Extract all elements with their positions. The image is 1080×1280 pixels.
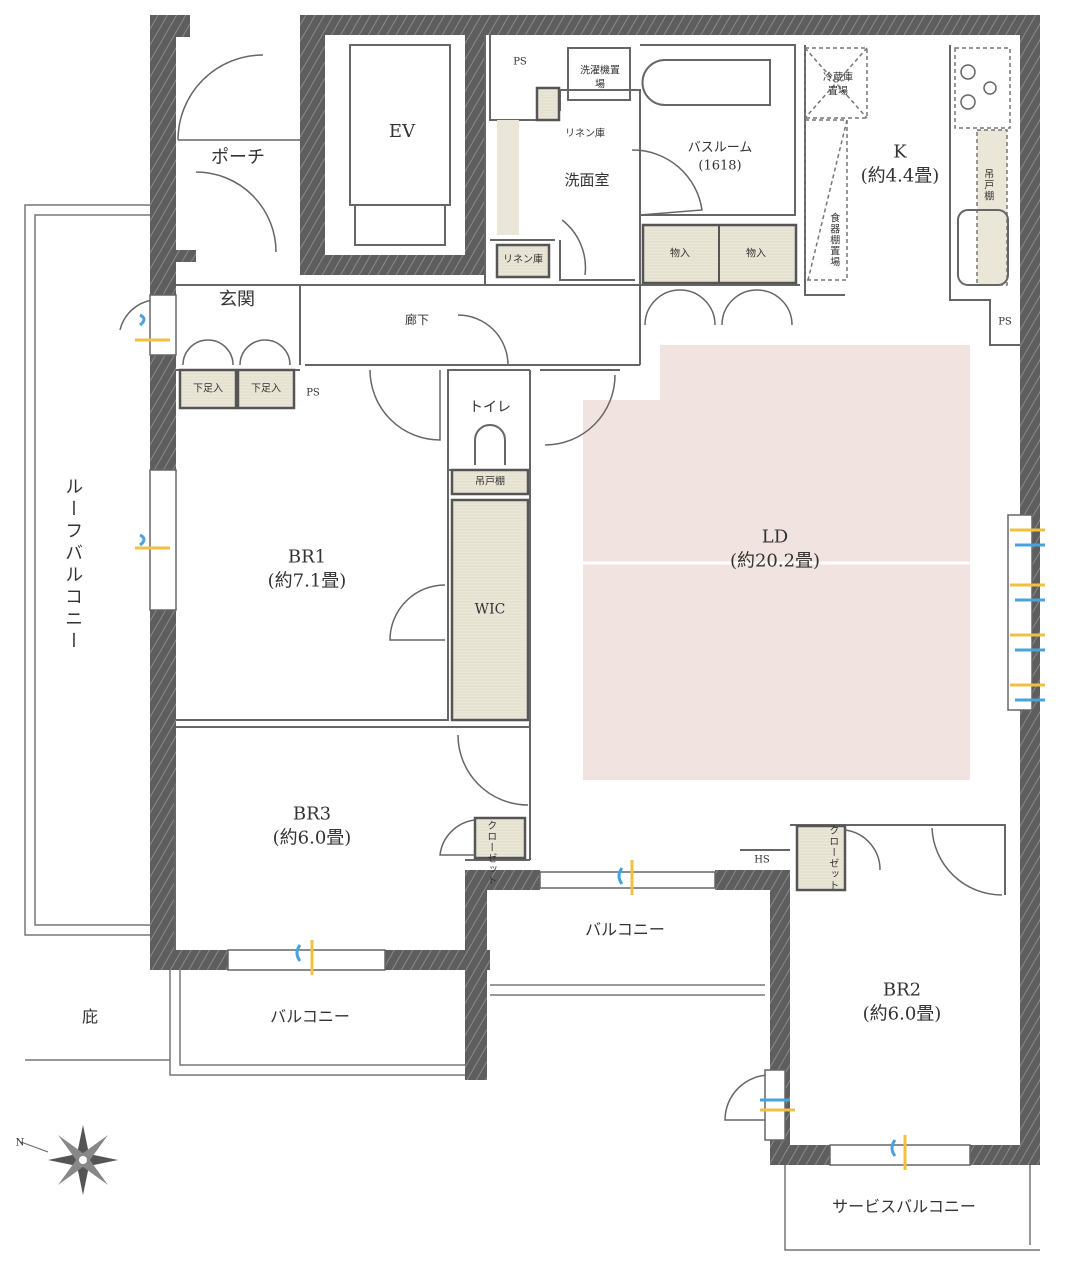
room-label-washroom: 洗面室 [564,170,610,189]
label-balcony-center: バルコニー [585,920,665,940]
br2-size: (約6.0畳) [862,1004,942,1025]
linen-label-1: リネン庫 [565,128,605,140]
compass-north-label: N [15,1137,25,1149]
room-label-br1: BR1 (約7.1畳) [268,546,347,595]
hanging-cabinet-kitchen-label: 吊戸棚 [981,168,993,202]
washer-space [567,47,631,101]
label-balcony-left: バルコニー [270,1007,350,1027]
left-balcony-outline [169,970,765,1076]
toilet-bowl [474,424,506,465]
bathroom-size: (1618) [698,158,742,173]
label-service-balcony: サービスバルコニー [832,1197,976,1217]
hanging-cabinet-toilet-label: 吊戸棚 [475,476,505,488]
room-label-porch: ポーチ [211,146,265,168]
hs-label: HS [754,854,770,866]
stove [960,64,997,110]
br2-name: BR2 [882,979,922,1001]
storage-label-2: 物入 [746,248,766,260]
br3-name: BR3 [292,803,332,825]
elevator-shaft [349,44,451,246]
closet-br2-label: クローゼット [826,825,838,891]
room-label-entrance: 玄関 [219,288,255,310]
ld-size: (約20.2畳) [729,551,821,572]
service-balcony-outline [784,1165,1040,1251]
windows [149,294,1033,1166]
dish-shelf-label: 食器棚置場 [827,212,839,268]
room-label-kitchen: K (約4.4畳) [861,141,940,190]
washer-label: 洗濯機置場 [580,65,620,91]
fridge-label: 冷蔵庫置場 [823,72,853,98]
room-label-br3: BR3 (約6.0畳) [273,803,352,852]
closet-br3-label: クローゼット [484,820,496,886]
br1-name: BR1 [287,546,327,568]
room-label-toilet: トイレ [469,399,511,416]
ps-kitchen: PS [998,316,1012,328]
compass-rose-icon [20,1125,118,1195]
kitchen-dashed-spaces [804,47,1011,286]
room-label-bathroom: バスルーム (1618) [688,139,753,174]
ps-entrance: PS [306,387,320,399]
bathroom-name: バスルーム [687,140,753,156]
door-swings [119,54,1003,1121]
linen-label-2: リネン庫 [503,254,543,266]
label-eaves: 庇 [81,1007,99,1027]
room-label-ld: LD (約20.2畳) [730,526,820,575]
br3-size: (約6.0畳) [272,828,352,849]
bathtub [641,59,771,106]
roof-balcony-outline [24,204,170,1061]
ld-name: LD [761,526,789,548]
room-label-ev: EV [388,120,416,142]
room-label-wic: WIC [474,601,506,618]
ps-top: PS [513,56,527,68]
room-label-corridor: 廊下 [404,312,430,327]
kitchen-size: (約4.4畳) [860,166,940,187]
label-roof-balcony: ルーフバルコニー [62,477,84,653]
shoe-cabinet-label-2: 下足入 [251,383,281,395]
room-label-br2: BR2 (約6.0畳) [863,979,942,1028]
shoe-cabinet-label-1: 下足入 [193,383,223,395]
br1-size: (約7.1畳) [267,571,347,592]
storage-label-1: 物入 [670,248,690,260]
sink [957,209,1009,286]
ventilation-markers [135,313,1045,1170]
kitchen-name: K [893,141,907,163]
